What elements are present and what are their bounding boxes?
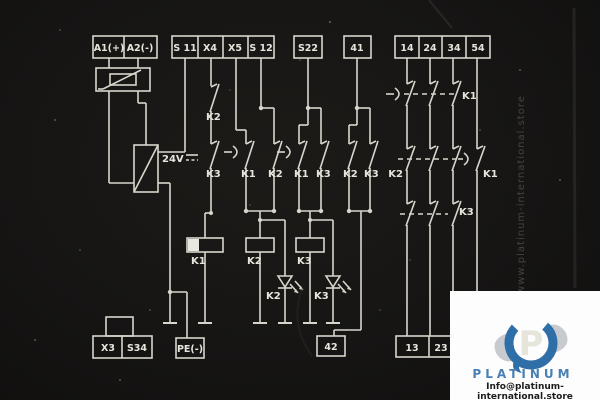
led-k3-icon [324,275,342,289]
terminal-block-42 [316,335,346,357]
terminal-14: 14 [400,43,414,54]
side-watermark-text: www.platinum-international.store [516,95,527,295]
terminal-41: 41 [350,43,363,54]
coil-k1-label: K1 [191,256,206,267]
mid-contact-label: K3 [316,169,331,180]
mid-contact-row [224,140,379,336]
input-lines [235,58,371,144]
bank2-k1-label: K1 [483,169,498,180]
terminal-x5: X5 [228,43,242,54]
platinum-logo: P [494,316,568,373]
bank2-k2-label: K2 [388,169,403,180]
power-supply [133,58,198,338]
coil-k2 [245,237,275,253]
terminal-s11: S 11 [173,43,196,54]
led-k3-label: K3 [314,291,329,302]
terminal-24: 24 [423,43,437,54]
logo-swirl-icon: P [494,316,568,373]
logo-letter: P [519,324,544,364]
led-k2-label: K2 [266,291,281,302]
photo-artifacts [296,0,577,357]
terminal-block-outputs [394,35,491,59]
bank1-k1-label: K1 [462,91,477,102]
terminal-13: 13 [405,343,418,354]
terminal-s34: S34 [127,343,147,354]
varistor-icon [109,73,137,86]
terminal-a2: A2(-) [127,43,154,54]
coil-k3-label: K3 [297,256,312,267]
relay-coils [186,237,325,323]
terminal-42: 42 [324,342,337,353]
terminal-34: 34 [447,43,461,54]
mid-contact-label: K3 [364,169,379,180]
mid-contact-label: K1 [241,169,256,180]
jumper-bridge [105,316,134,337]
terminal-x4: X4 [203,43,217,54]
coil-k2-label: K2 [247,256,262,267]
terminal-block-s11-s12 [171,35,275,59]
brand-name: PLATINUM [472,367,574,381]
led-k2-icon [276,275,294,289]
terminal-a1: A1(+) [94,43,125,54]
brand-email: Info@platinum-international.store [477,382,573,400]
terminal-s22: S22 [298,43,318,54]
terminal-block-pe [175,337,205,359]
mid-contact-label: K1 [294,169,309,180]
terminal-23: 23 [434,343,447,354]
supply-voltage-label: 24V [162,154,184,165]
k1-coil-branch [204,58,220,238]
mid-contact-label: K2 [343,169,358,180]
contact-x4-k3-label: K3 [206,169,221,180]
mid-contact-label: K2 [268,169,283,180]
terminal-block-a1-a2 [92,35,158,59]
terminal-block-x3-s34 [92,316,153,359]
store-logo-overlay: P PLATINUM Info@platinum-international.s… [450,291,600,400]
contact-x4-k2-label: K2 [206,112,221,123]
terminal-pe: PE(-) [177,344,203,355]
terminal-x3: X3 [101,343,115,354]
converter-diagonal-icon [133,144,159,193]
coil-k3 [295,237,325,253]
varistor-circuit [95,58,151,184]
output-contact-banks [386,58,486,336]
terminal-s12: S 12 [249,43,272,54]
dust-specks [34,20,561,381]
bank3-k3-label: K3 [459,207,474,218]
led-branches [258,218,352,323]
terminal-54: 54 [471,43,485,54]
